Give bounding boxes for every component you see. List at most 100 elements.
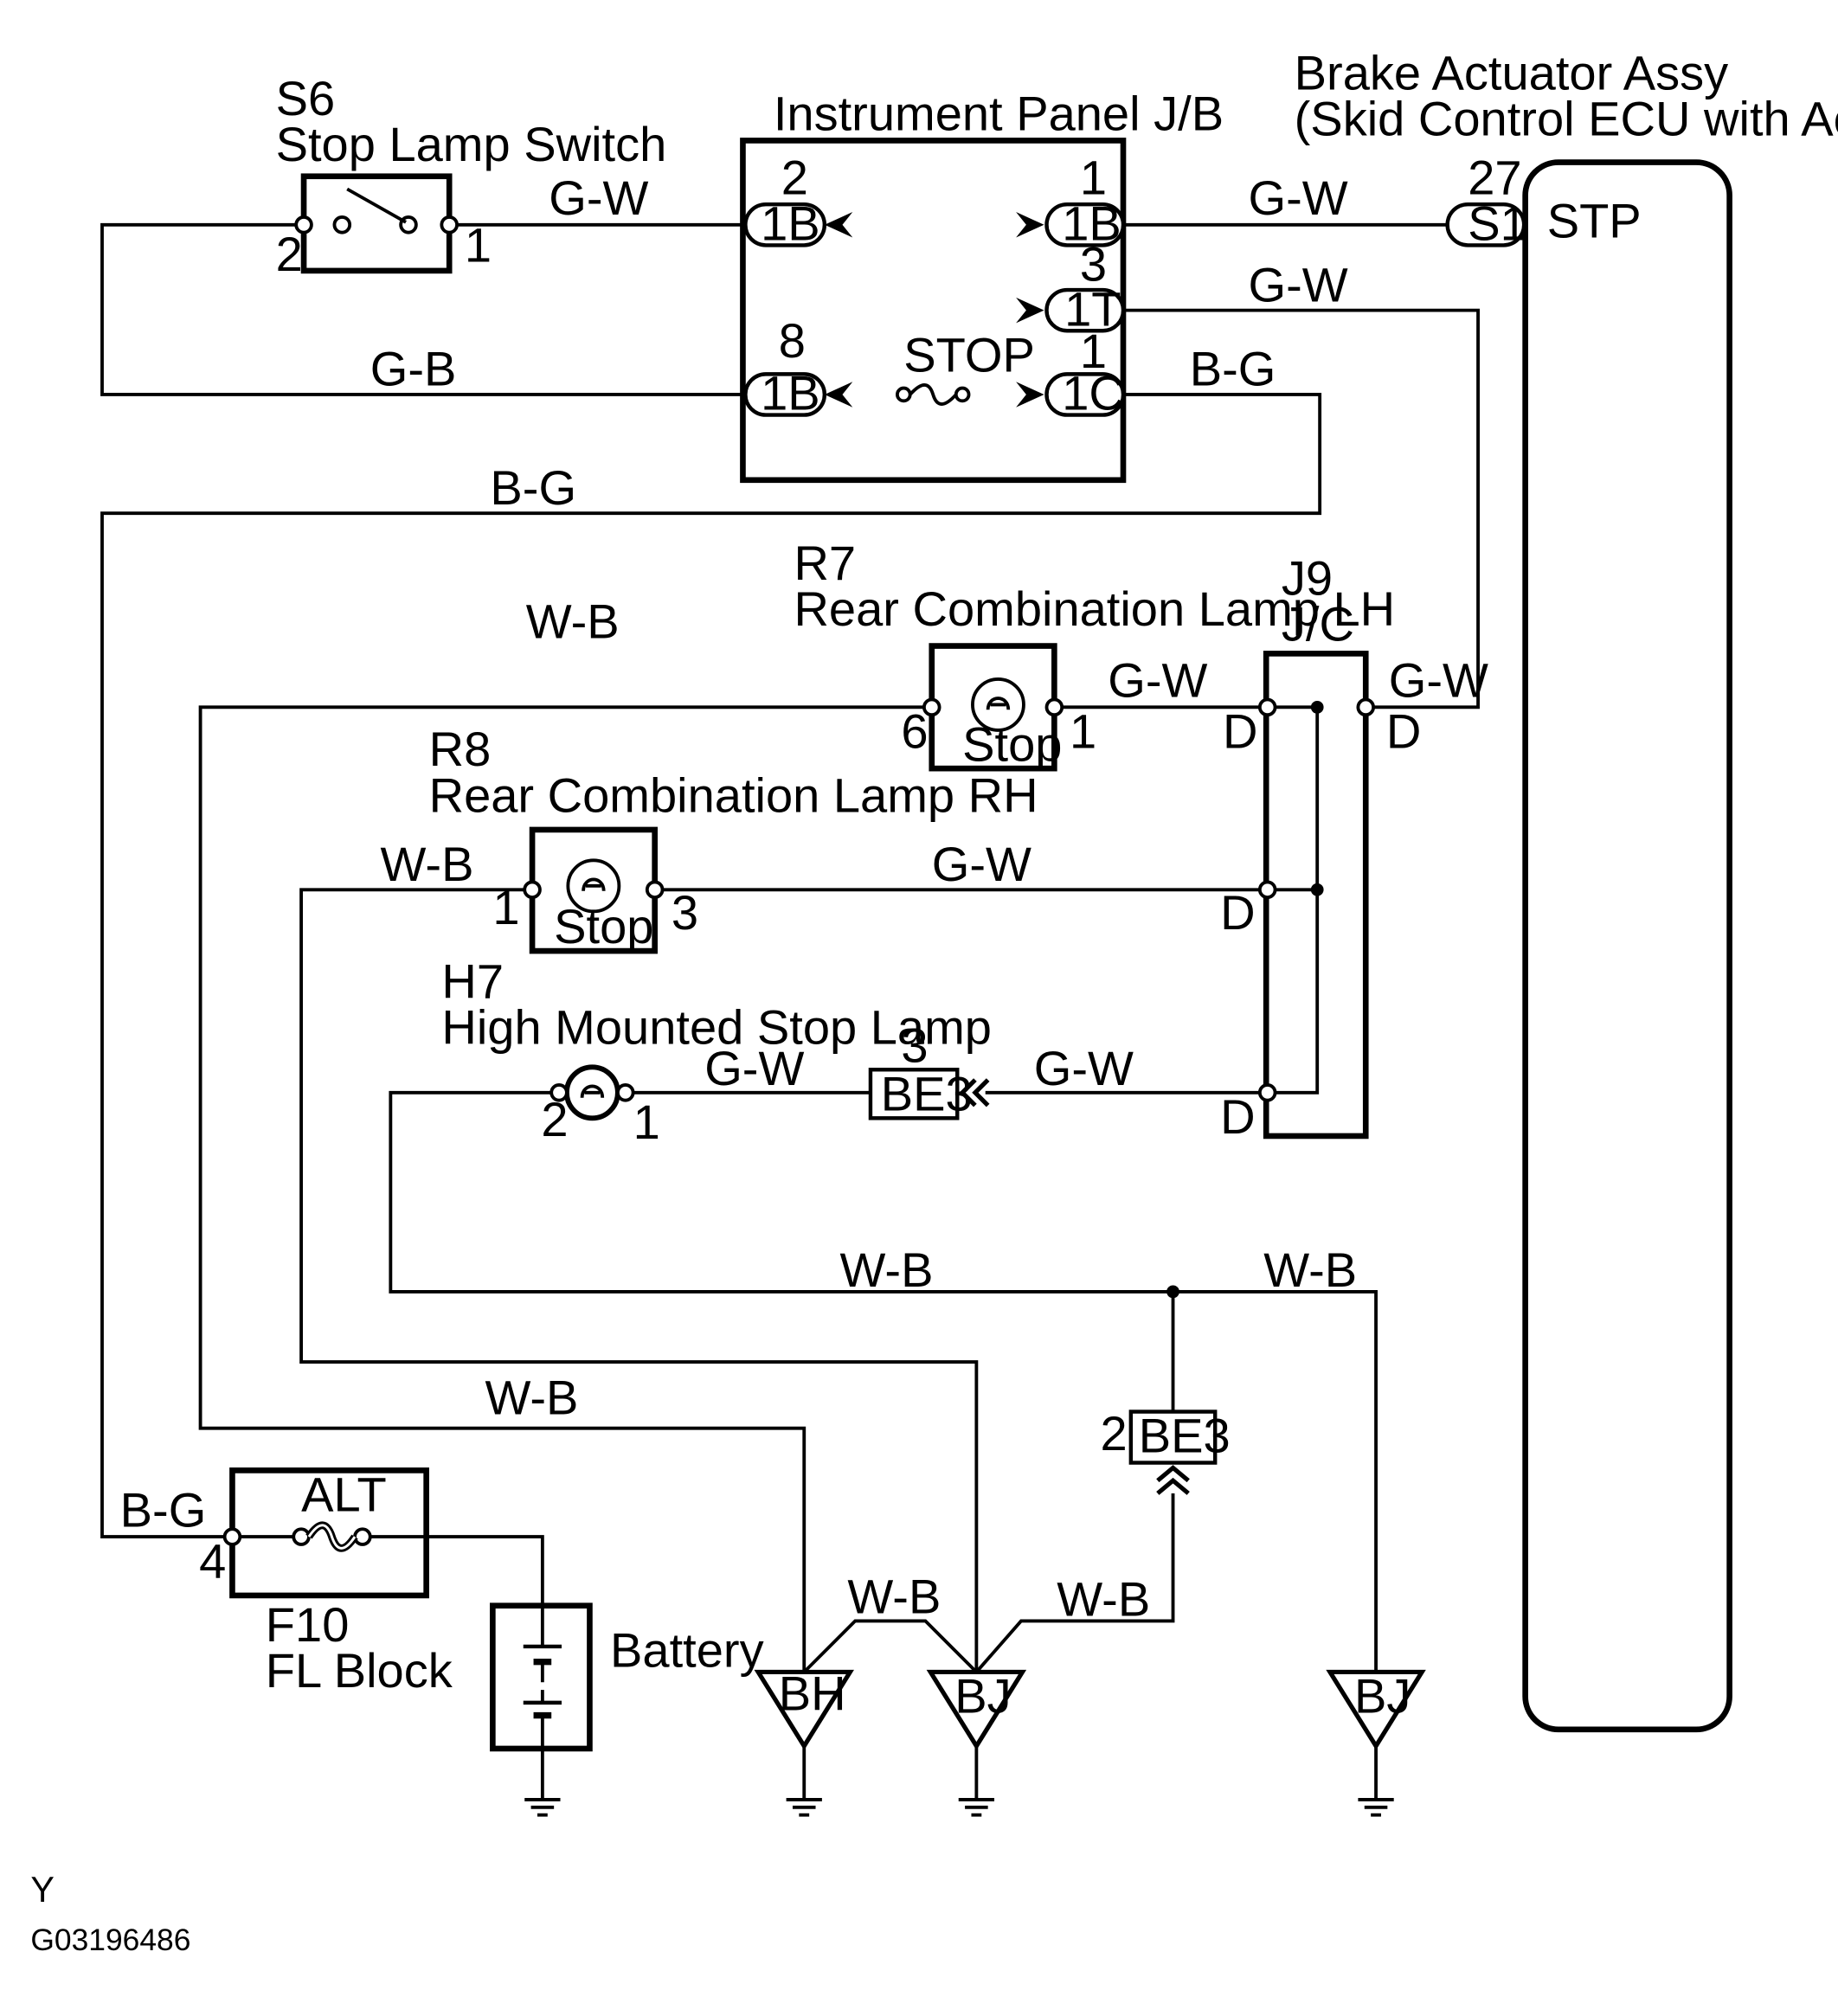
ground-bh-label: BH — [779, 1666, 846, 1721]
wire-label-gw-6: G-W — [932, 837, 1031, 891]
bulb-icon — [971, 677, 1025, 732]
wire-label-gw-5: G-W — [1389, 653, 1488, 708]
jb-connector-1b-c-label: 1B — [761, 366, 820, 421]
ground-bj-2: BJ — [1326, 1669, 1426, 1817]
wire-w-b-r7 — [198, 705, 924, 1683]
male-terminal-icon — [1016, 382, 1044, 408]
wire-label-bg-3: B-G — [120, 1482, 207, 1537]
jb-pin-1c: 1 — [1080, 324, 1107, 378]
wire-w-b-h7 — [389, 1090, 1378, 1683]
j9-pin-label-3: D — [1220, 885, 1255, 940]
h7-name: High Mounted Stop Lamp — [441, 1000, 992, 1055]
h7-pin-label-1: 1 — [633, 1095, 660, 1149]
connector-chevron-icon — [959, 1078, 977, 1108]
j9-pin-d-left-top — [1257, 697, 1277, 717]
switch-blade-icon — [346, 187, 407, 224]
h7-pin-2 — [549, 1083, 569, 1102]
r7-name: Rear Combination Lamp LH — [794, 581, 1395, 636]
connector-be3-lower: 2 BE3 — [1100, 1406, 1231, 1495]
wire-label-gw-7: G-W — [704, 1041, 804, 1095]
wire-label-bg-2: B-G — [490, 460, 576, 515]
wire-g-b — [100, 222, 746, 396]
fuse-icon — [909, 383, 958, 406]
battery: Battery — [490, 1602, 764, 1752]
fl-block: ALT 4 F10 FL Block — [199, 1467, 453, 1698]
wire-g-w-jc — [1123, 308, 1480, 709]
wire-label-wb-2: W-B — [381, 837, 474, 891]
connector-be3-upper: 3 BE3 — [868, 1018, 990, 1120]
rear-combination-lamp-rh: R8 Rear Combination Lamp RH Stop 1 3 — [429, 722, 1038, 954]
wire-b-g — [100, 393, 1322, 1539]
r8-pin-label-1: 1 — [492, 880, 519, 934]
footer-code: G03196486 — [30, 1923, 190, 1957]
r8-inner-label: Stop — [554, 899, 653, 953]
stop-lamp-switch: S6 Stop Lamp Switch 2 1 — [276, 71, 667, 281]
wire-label-wb-5: W-B — [485, 1371, 579, 1425]
ground-bh: BH — [754, 1666, 854, 1817]
female-terminal-icon — [824, 212, 853, 238]
wires — [100, 222, 1480, 1800]
r7-ref: R7 — [794, 536, 856, 590]
actuator-connector-s1 — [1445, 202, 1526, 247]
f10-name: FL Block — [266, 1643, 453, 1698]
be3-upper-label: BE3 — [881, 1066, 973, 1120]
j9-pin-label-2: D — [1386, 704, 1421, 759]
splice-jc-mid — [1310, 883, 1324, 896]
f10-ref: F10 — [266, 1597, 350, 1652]
be3-lower-pin: 2 — [1100, 1406, 1127, 1461]
h7-ref: H7 — [441, 954, 504, 1009]
r7-pin-6 — [922, 697, 941, 717]
jb-pin-2: 2 — [781, 150, 808, 204]
jb-connector-1b-a — [743, 202, 827, 247]
jb-connector-1c — [1044, 372, 1126, 417]
bulb-icon — [566, 858, 621, 914]
wire-w-b-be3 — [974, 1493, 1175, 1673]
jb-title: Instrument Panel J/B — [774, 87, 1224, 141]
j9-pin-label-4: D — [1220, 1089, 1255, 1144]
r7-inner-label: Stop — [962, 716, 1062, 771]
jc-internal-bus — [1274, 705, 1320, 1095]
r8-box — [529, 826, 658, 954]
r8-ref: R8 — [429, 722, 492, 776]
jb-connector-1t — [1044, 287, 1126, 333]
fuse-terminal-right — [954, 386, 971, 403]
jb-pin-3: 3 — [1080, 237, 1107, 292]
fuse-terminal-left — [896, 386, 912, 403]
wire-label-gw-1: G-W — [549, 170, 648, 225]
actuator-body — [1522, 159, 1732, 1733]
actuator-title-2: (Skid Control ECU with Actuator) — [1295, 92, 1838, 146]
r8-name: Rear Combination Lamp RH — [429, 767, 1038, 822]
high-mounted-stop-lamp: H7 High Mounted Stop Lamp 2 1 — [441, 954, 992, 1149]
wire-label-gw-3: G-W — [1249, 257, 1348, 311]
connector-chevron-icon — [1156, 1477, 1190, 1495]
ground-icon — [1356, 1798, 1396, 1817]
splice-w-b — [1166, 1285, 1179, 1299]
ground-bj-label-1: BJ — [954, 1669, 1011, 1724]
wire-label-gw-8: G-W — [1034, 1041, 1134, 1095]
battery-label: Battery — [610, 1623, 764, 1678]
ground-icon — [956, 1798, 996, 1817]
h7-pin-label-2: 2 — [541, 1092, 568, 1146]
wire-labels: G-W G-W G-W G-B B-G B-G W-B G-W G-W W-B … — [120, 170, 1488, 1627]
wire-w-b-r8 — [299, 888, 979, 1683]
footer-mark: Y — [30, 1870, 55, 1910]
male-terminal-icon — [1016, 212, 1044, 238]
j9-pin-label-1: D — [1223, 704, 1257, 759]
actuator-connector-label: S1 — [1468, 196, 1527, 251]
jb-connector-1c-label: 1C — [1062, 366, 1124, 421]
r7-pin-1 — [1044, 697, 1064, 717]
junction-connector-j9: J9 J/C D D D D — [1220, 551, 1421, 1144]
wire-label-gw-2: G-W — [1249, 170, 1348, 225]
s6-pin-1 — [440, 215, 459, 234]
brake-actuator: Brake Actuator Assy (Skid Control ECU wi… — [1295, 45, 1838, 1733]
be3-upper-pin: 3 — [901, 1018, 928, 1072]
instrument-panel-jb: Instrument Panel J/B 2 1B 1 1B 3 1T 8 1B… — [740, 87, 1224, 484]
j9-ref: J9 — [1282, 551, 1333, 606]
jb-pin-1: 1 — [1080, 150, 1107, 204]
s6-pin-label-1: 1 — [465, 218, 492, 273]
jb-pin-8: 8 — [779, 313, 806, 368]
splice-jc-top — [1310, 700, 1324, 714]
jb-connector-1b-a-label: 1B — [761, 196, 820, 251]
jb-connector-1b-b-label: 1B — [1062, 196, 1121, 251]
female-terminal-icon — [824, 382, 853, 408]
